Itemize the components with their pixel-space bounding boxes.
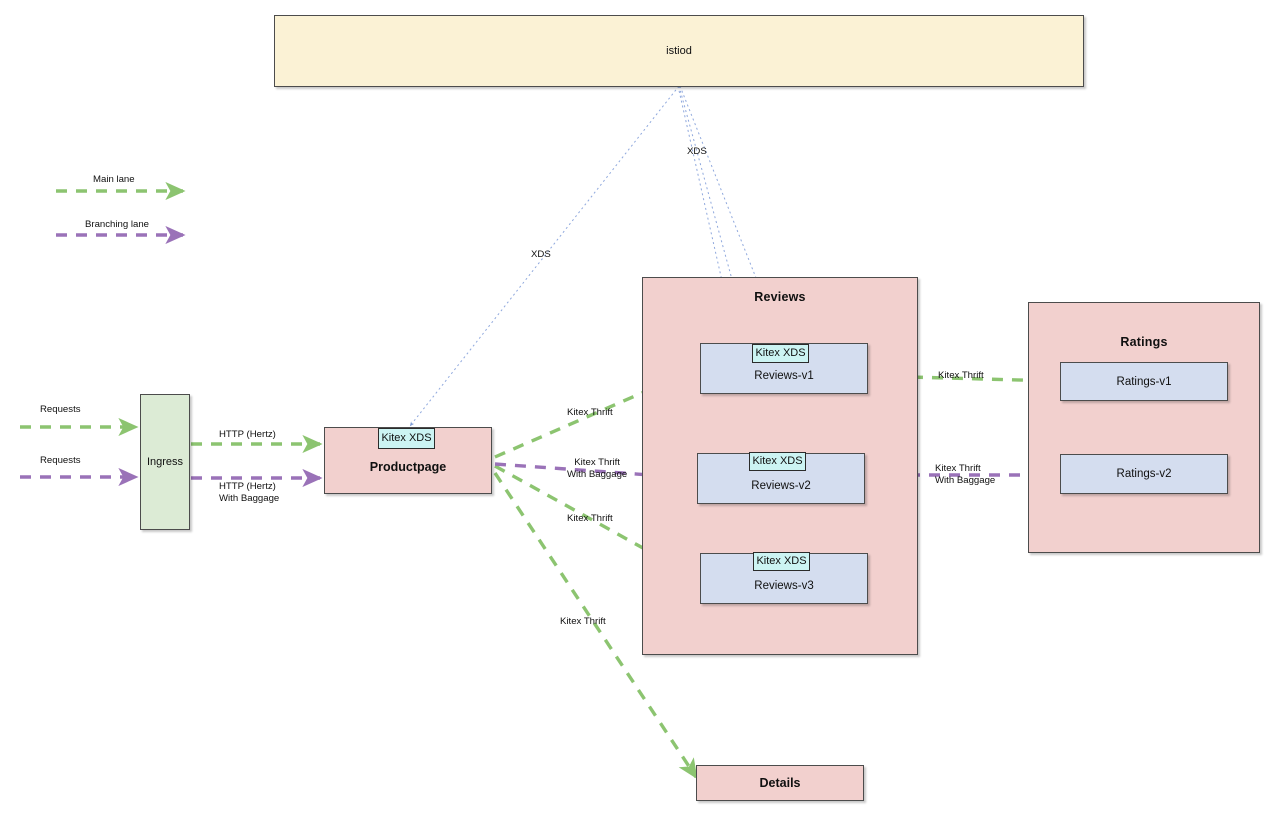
legend-label-branching-lane: Branching lane	[85, 219, 150, 230]
legend-label-main-lane: Main lane	[93, 174, 135, 185]
cluster-ratings-title: Ratings	[1120, 335, 1168, 349]
productpage-kitex-xds-label: Kitex XDS	[381, 432, 432, 444]
reviews-v3-kitex-xds-badge[interactable]: Kitex XDS	[753, 552, 810, 571]
edge-label-productpage-reviews-v3: Kitex Thrift	[567, 513, 613, 524]
edge-label-requests-branching: Requests	[40, 455, 81, 466]
node-istiod[interactable]: istiod	[274, 15, 1084, 87]
node-istiod-label: istiod	[666, 45, 692, 57]
node-ratings-v1-label: Ratings-v1	[1116, 375, 1172, 388]
reviews-v1-kitex-xds-label: Kitex XDS	[755, 347, 806, 359]
reviews-v3-kitex-xds-label: Kitex XDS	[756, 555, 807, 567]
cluster-ratings: Ratings	[1028, 302, 1260, 553]
edge-label-reviews-ratings-v1: Kitex Thrift	[938, 370, 984, 381]
reviews-v2-kitex-xds-label: Kitex XDS	[752, 455, 803, 467]
edge-label-http-hertz-baggage: HTTP (Hertz) With Baggage	[219, 481, 280, 504]
cluster-reviews-title: Reviews	[754, 290, 806, 304]
node-details-label: Details	[759, 776, 801, 790]
node-reviews-v3-label: Reviews-v3	[754, 580, 814, 592]
edge-label-productpage-reviews-v1: Kitex Thrift	[567, 407, 613, 418]
node-ingress[interactable]: Ingress	[140, 394, 190, 530]
edge-label-xds-reviews: XDS	[687, 146, 707, 157]
node-ratings-v2-label: Ratings-v2	[1116, 468, 1172, 480]
node-ratings-v2[interactable]: Ratings-v2	[1060, 454, 1228, 494]
node-productpage-label: Productpage	[369, 460, 447, 474]
productpage-kitex-xds-badge[interactable]: Kitex XDS	[378, 428, 435, 449]
edge-label-requests-main: Requests	[40, 404, 81, 415]
node-reviews-v2-label: Reviews-v2	[751, 480, 811, 492]
reviews-v1-kitex-xds-badge[interactable]: Kitex XDS	[752, 344, 809, 363]
edge-label-http-hertz: HTTP (Hertz)	[219, 429, 276, 440]
node-ratings-v1[interactable]: Ratings-v1	[1060, 362, 1228, 401]
edge-label-productpage-details: Kitex Thrift	[560, 616, 606, 627]
node-reviews-v1-label: Reviews-v1	[754, 370, 814, 382]
edge-label-xds-productpage: XDS	[531, 249, 551, 260]
node-details[interactable]: Details	[696, 765, 864, 801]
edge-label-reviews-ratings-v2: Kitex Thrift With Baggage	[935, 463, 996, 486]
edge-label-productpage-reviews-v2: Kitex Thrift With Baggage	[567, 457, 628, 480]
node-ingress-label: Ingress	[146, 456, 184, 468]
reviews-v2-kitex-xds-badge[interactable]: Kitex XDS	[749, 452, 806, 471]
